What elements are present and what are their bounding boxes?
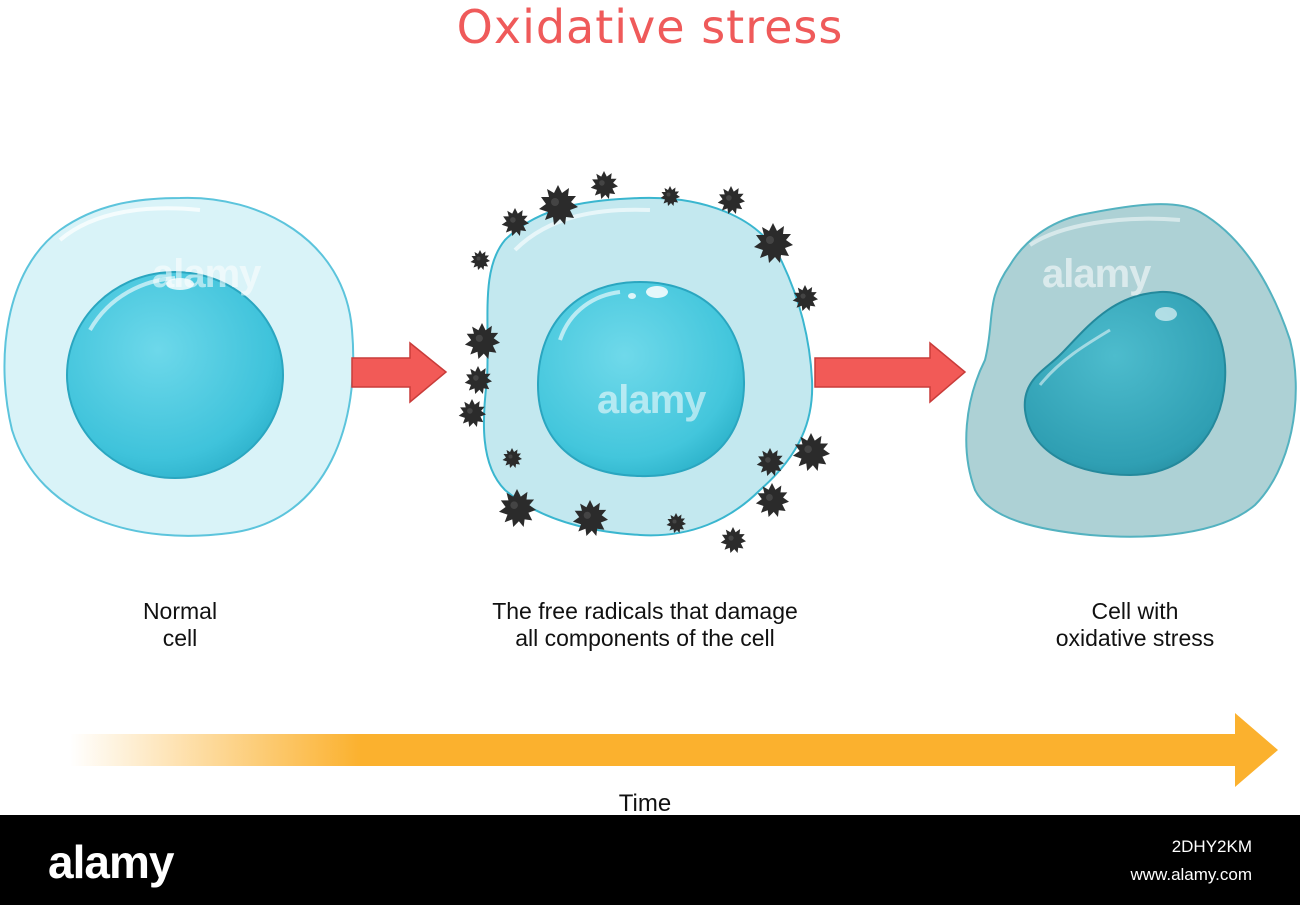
normal-cell-nucleus [66,271,284,479]
free-radical [590,171,618,199]
footer-logo: alamy [48,836,174,888]
footer-image-id: 2DHY2KM [1171,837,1252,856]
free-radical [458,399,486,427]
time-arrow [70,713,1278,787]
stressed-cell [965,203,1297,538]
footer-bar: alamy 2DHY2KM www.alamy.com [0,815,1300,905]
caption-free-radicals: The free radicals that damage all compon… [492,598,798,651]
cell-under-attack-nucleus [536,280,746,478]
watermark: alamy [597,378,706,422]
normal-cell [3,196,355,537]
cell-under-attack [482,196,814,537]
time-label: Time [618,790,672,817]
footer-url: www.alamy.com [1130,865,1252,884]
watermark: alamy [152,252,261,296]
page-title: Oxidative stress [456,0,844,54]
caption-normal-cell: Normal cell [142,598,218,651]
red-arrow-2 [814,341,967,404]
watermark: alamy [1042,252,1151,296]
red-arrow-1 [351,341,448,404]
stressed-cell-nucleus [1023,290,1227,477]
free-radical [470,250,490,270]
caption-stressed-cell: Cell with oxidative stress [1055,598,1215,651]
free-radical [720,527,746,553]
